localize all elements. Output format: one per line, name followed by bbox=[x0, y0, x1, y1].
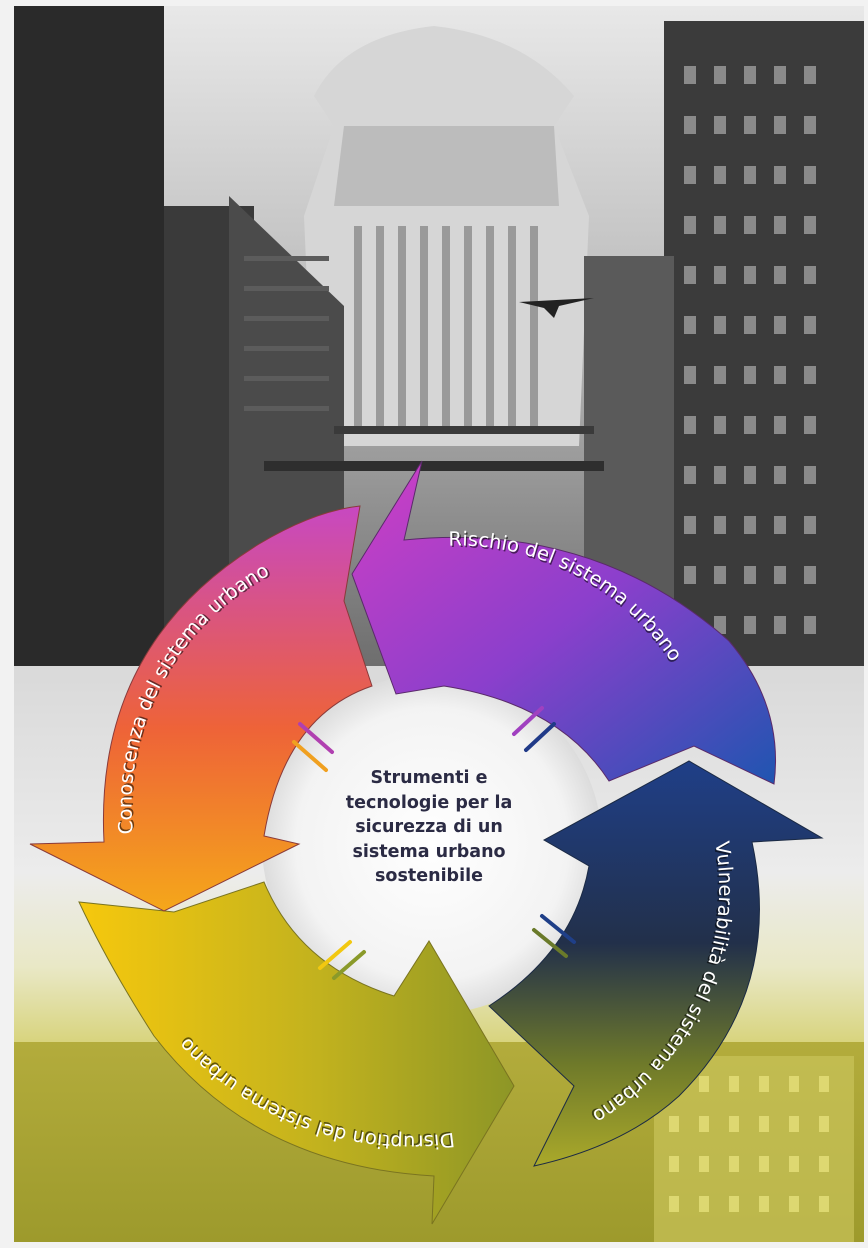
center-disc bbox=[262, 674, 602, 1014]
center-title: Strumenti e tecnologie per la sicurezza … bbox=[314, 766, 544, 889]
arrow-vulnerabilita bbox=[488, 760, 824, 1167]
center-line-1: Strumenti e bbox=[370, 768, 488, 788]
center-line-4: sistema urbano bbox=[352, 841, 506, 862]
center-line-5: sostenibile bbox=[375, 866, 483, 886]
poster: Rischio del sistema urbano Rischio del s… bbox=[14, 6, 864, 1242]
arrow-conoscenza bbox=[29, 505, 373, 912]
arrow-rischio bbox=[351, 460, 777, 785]
center-line-3: sicurezza di un bbox=[355, 817, 503, 837]
center-line-2: tecnologie per la bbox=[345, 792, 513, 813]
link-arrows bbox=[292, 706, 576, 980]
poster-artwork: Rischio del sistema urbano Rischio del s… bbox=[14, 6, 864, 1242]
